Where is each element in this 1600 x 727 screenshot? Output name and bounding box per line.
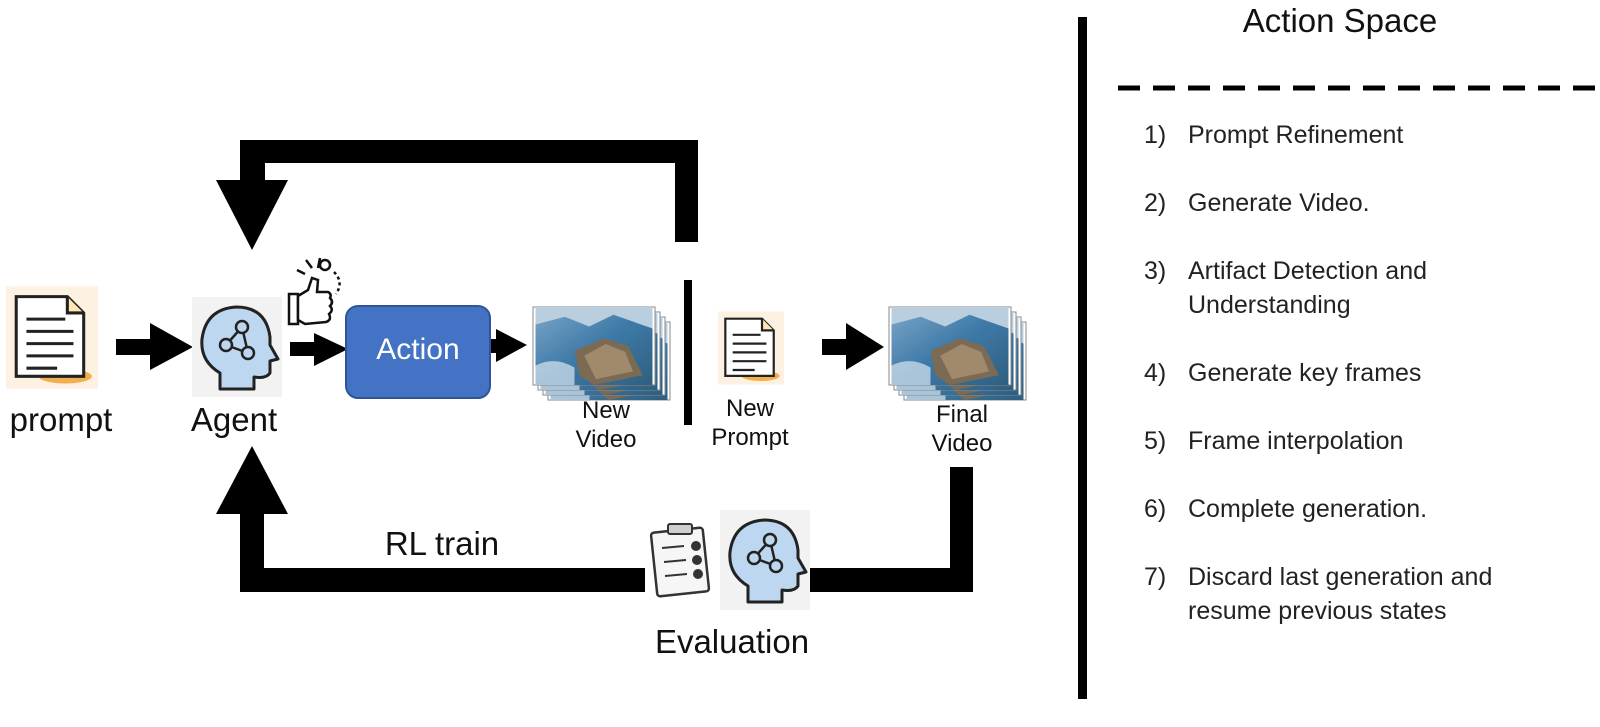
feedback-arrow-top [216, 140, 698, 250]
action-item-number: 6) [1144, 495, 1167, 523]
action-item: 3) Artifact Detection and Understanding [1144, 254, 1594, 322]
new-prompt-label: New Prompt [711, 395, 789, 452]
video-frames-icon [532, 306, 671, 401]
action-item-text: Artifact Detection and Understanding [1188, 257, 1428, 319]
evaluation-label: Evaluation [654, 623, 810, 660]
action-item-number: 4) [1144, 359, 1167, 387]
arrow-agent-to-action [290, 333, 348, 366]
action-space-title: Action Space [1242, 2, 1438, 39]
arrow-action-to-video [491, 329, 527, 362]
action-item: 2) Generate Video. [1144, 186, 1594, 220]
action-item: 1) Prompt Refinement [1144, 118, 1594, 152]
document-icon [6, 285, 98, 390]
action-item: 5) Frame interpolation [1144, 424, 1594, 458]
evaluator-brain-head-icon [720, 510, 810, 610]
action-item-text: Discard last generation and resume previ… [1188, 563, 1493, 625]
arrow-prompt-to-agent [116, 323, 193, 370]
action-item-number: 1) [1144, 121, 1167, 149]
action-item-number: 2) [1144, 189, 1167, 217]
action-item-number: 7) [1144, 563, 1167, 591]
brain-head-icon [192, 297, 282, 397]
action-item: 7) Discard last generation and resume pre… [1144, 560, 1594, 628]
agent-label: Agent [190, 401, 278, 438]
thumbs-up-icon [287, 257, 341, 326]
new-prompt-document-icon [718, 310, 784, 386]
new-video-label: New Video [575, 397, 637, 454]
rl-train-arrow [216, 446, 973, 592]
final-video-label: Final Video [931, 401, 993, 458]
clipboard-checklist-icon [646, 520, 716, 598]
rl-train-label: RL train [384, 525, 500, 562]
panel-divider [1078, 17, 1087, 699]
action-item-text: Frame interpolation [1188, 427, 1404, 455]
action-item-number: 3) [1144, 257, 1167, 285]
action-item-text: Complete generation. [1188, 495, 1428, 523]
action-item-text: Generate Video. [1188, 189, 1370, 217]
action-item: 6) Complete generation. [1144, 492, 1594, 526]
action-label: Action [376, 333, 460, 366]
divider-line [684, 280, 692, 425]
arrow-prompt-to-final [822, 323, 884, 370]
final-video-frames-icon [888, 306, 1027, 401]
action-item-text: Generate key frames [1188, 359, 1422, 387]
action-space-list: 1) Prompt Refinement 2) Generate Video. 3)… [1144, 118, 1594, 662]
action-item-text: Prompt Refinement [1188, 121, 1404, 149]
action-box [345, 305, 491, 399]
prompt-label: prompt [9, 401, 113, 438]
action-item-number: 5) [1144, 427, 1167, 455]
action-item: 4) Generate key frames [1144, 356, 1594, 390]
